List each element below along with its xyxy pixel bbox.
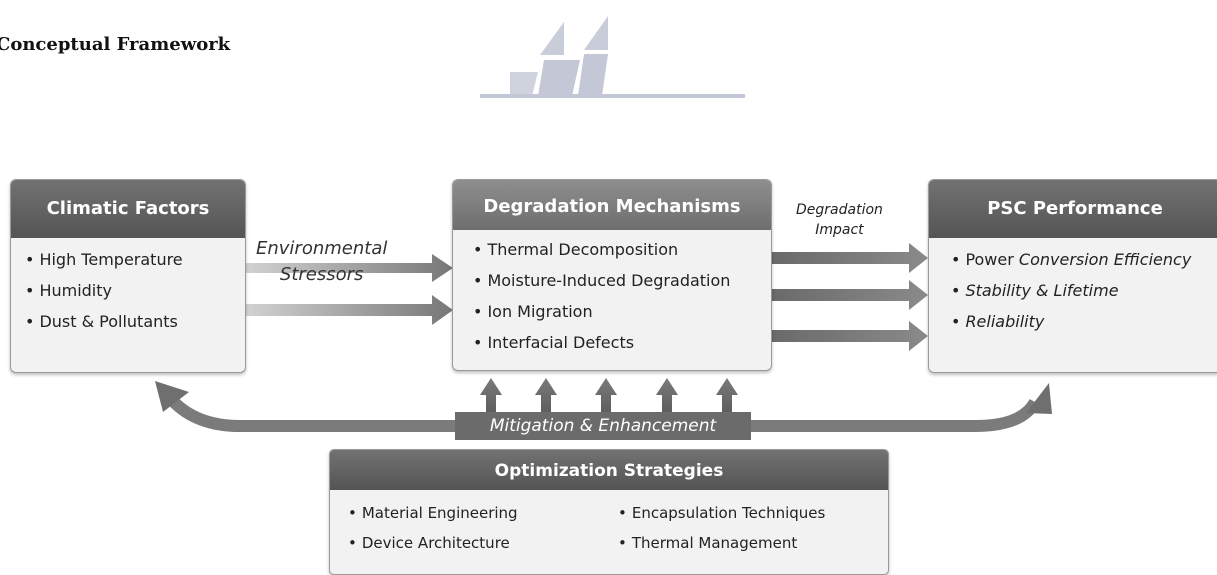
bullet-icon: • xyxy=(25,312,35,331)
bullet-icon: • xyxy=(473,271,483,290)
bullet-icon: • xyxy=(473,240,483,259)
list-item: •Thermal Decomposition xyxy=(473,234,771,265)
bullet-icon: • xyxy=(473,302,483,321)
bullet-icon: • xyxy=(25,250,35,269)
degradation-impact-arrows xyxy=(772,243,928,351)
bullet-icon: • xyxy=(348,534,357,552)
up-arrows xyxy=(480,378,738,412)
list-item: •Interfacial Defects xyxy=(473,327,771,358)
bullet-icon: • xyxy=(951,281,961,300)
bullet-icon: • xyxy=(348,504,357,522)
list-item: •Reliability xyxy=(951,306,1217,337)
page-title: Conceptual Framework xyxy=(0,34,231,55)
list-item: •Ion Migration xyxy=(473,296,771,327)
psc-performance-title: PSC Performance xyxy=(929,180,1217,238)
environmental-stressors-label: Environmental Stressors xyxy=(256,238,388,285)
list-item: •Material Engineering xyxy=(348,498,618,528)
environmental-stressors-arrows xyxy=(246,254,453,325)
optimization-strategies-box: Optimization Strategies •Material Engine… xyxy=(329,449,889,575)
strategies-left-column: •Material Engineering •Device Architectu… xyxy=(348,498,618,558)
list-item: •Moisture-Induced Degradation xyxy=(473,265,771,296)
mitigation-label-bar xyxy=(455,412,751,440)
flow-arrows xyxy=(155,243,1052,440)
list-item: •Thermal Management xyxy=(618,528,888,558)
degradation-impact-label: Degradation Impact xyxy=(796,202,883,238)
psc-performance-box: PSC Performance •Power Conversion Effici… xyxy=(928,179,1217,373)
mitigation-enhancement-label: Mitigation & Enhancement xyxy=(489,416,717,436)
list-item: •Dust & Pollutants xyxy=(25,306,245,337)
optimization-strategies-title: Optimization Strategies xyxy=(330,450,888,490)
climatic-factors-title: Climatic Factors xyxy=(11,180,245,238)
list-item: •High Temperature xyxy=(25,244,245,275)
list-item: •Humidity xyxy=(25,275,245,306)
degradation-mechanisms-title: Degradation Mechanisms xyxy=(453,180,771,230)
watermark-logo-icon xyxy=(480,16,745,98)
list-item: •Power Conversion Efficiency xyxy=(951,244,1217,275)
bullet-icon: • xyxy=(618,534,627,552)
bullet-icon: • xyxy=(951,312,961,331)
list-item: •Stability & Lifetime xyxy=(951,275,1217,306)
degradation-mechanisms-box: Degradation Mechanisms •Thermal Decompos… xyxy=(452,179,772,371)
bullet-icon: • xyxy=(951,250,961,269)
bullet-icon: • xyxy=(618,504,627,522)
bullet-icon: • xyxy=(25,281,35,300)
bullet-icon: • xyxy=(473,333,483,352)
strategies-right-column: •Encapsulation Techniques •Thermal Manag… xyxy=(618,498,888,558)
list-item: •Encapsulation Techniques xyxy=(618,498,888,528)
climatic-factors-box: Climatic Factors •High Temperature •Humi… xyxy=(10,179,246,373)
list-item: •Device Architecture xyxy=(348,528,618,558)
mitigation-curve-arrow xyxy=(155,381,1052,432)
